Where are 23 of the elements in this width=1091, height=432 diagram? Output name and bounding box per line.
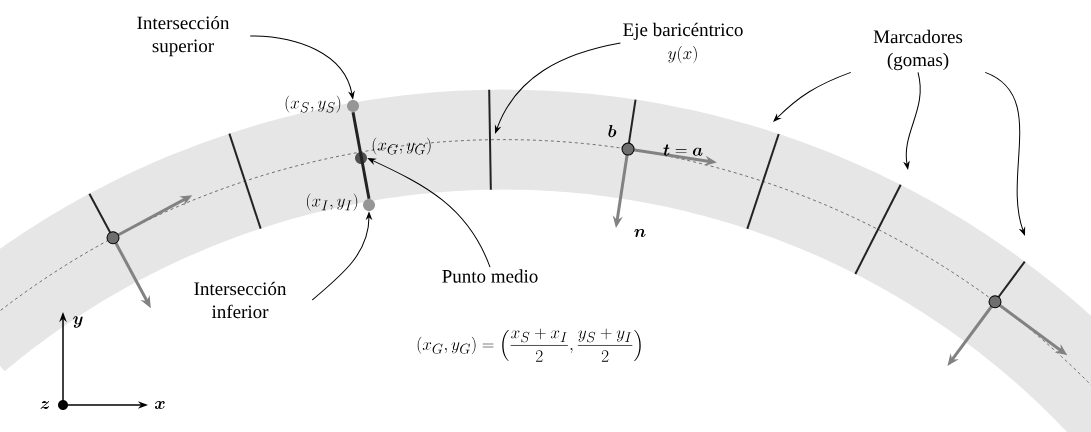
callout-text: Punto medio xyxy=(442,269,538,283)
leader-line xyxy=(249,35,355,99)
math-label: $\boldsymbol{y}$ xyxy=(73,316,83,328)
leader-line xyxy=(984,71,1026,236)
math-label: $\boldsymbol{z}$ xyxy=(40,401,50,409)
math-label: $\boldsymbol{b}$ xyxy=(608,125,617,138)
leader-line xyxy=(494,42,621,134)
callout-text: Marcadores (gomas) xyxy=(873,29,963,71)
point-label: $(x_S, y_S)$ xyxy=(285,95,341,113)
math-label: $\boldsymbol{n}$ xyxy=(634,229,646,237)
callout-text: Eje baricéntrico $y(x)$ xyxy=(623,22,743,64)
marker-line xyxy=(351,111,371,200)
formula: $(x_G, y_G) = \left(\frac{x_S + x_I}{2}, \frac{y_S + y_I}{2}\right)$ xyxy=(417,328,641,362)
callout-text: Intersección superior xyxy=(137,15,230,57)
point-label: $(x_G, y_G)$ xyxy=(372,137,431,155)
leader-line xyxy=(311,212,372,301)
leader-line xyxy=(904,71,921,170)
point-label: $(x_I, y_I)$ xyxy=(307,193,358,211)
leader-line xyxy=(773,71,852,122)
math-label: $\boldsymbol{x}$ xyxy=(154,401,165,409)
leader-line xyxy=(368,158,491,268)
callout-text: Intersección inferior xyxy=(194,281,287,319)
math-label: $\boldsymbol{t} = \boldsymbol{a}$ xyxy=(663,144,703,156)
